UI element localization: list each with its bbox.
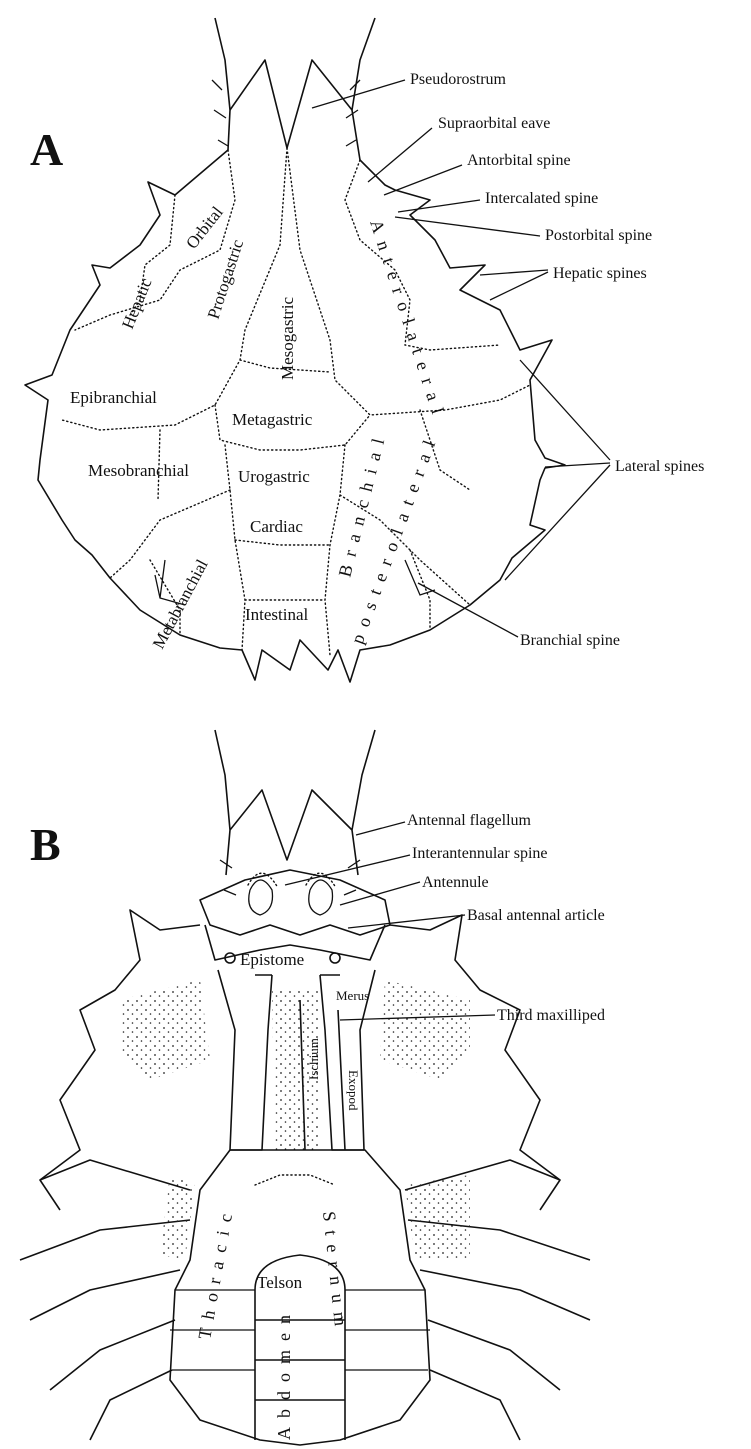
label-mesobranchial: Mesobranchial xyxy=(88,461,189,480)
label-ischium: Ischium xyxy=(306,1038,321,1080)
label-abdomen: Abdomen xyxy=(274,1306,294,1440)
panel-b: B xyxy=(20,730,605,1445)
callout-third-maxilliped: Third maxilliped xyxy=(497,1007,605,1024)
right-orbit-segments xyxy=(346,80,360,146)
left-orbit-segments xyxy=(212,80,228,146)
left-leg-stipple xyxy=(160,1175,195,1260)
label-exopod: Exopod xyxy=(346,1070,361,1111)
callout-pseudorostrum: Pseudorostrum xyxy=(410,71,507,88)
label-thoracic: Thoracic xyxy=(194,1203,237,1340)
sternal-suture xyxy=(255,1175,335,1185)
callout-antennule: Antennule xyxy=(422,874,489,891)
callout-hepatic-spines: Hepatic spines xyxy=(553,265,647,282)
label-metagastric: Metagastric xyxy=(232,410,313,429)
label-epistome: Epistome xyxy=(240,950,304,969)
front-region xyxy=(200,870,390,935)
label-protogastric: Protogastric xyxy=(204,237,248,321)
panel-a-region-labels: Orbital Protogastric Mesogastric Hepatic… xyxy=(70,203,451,652)
left-walking-legs xyxy=(20,1160,190,1440)
callout-supraorbital-eave: Supraorbital eave xyxy=(438,115,550,132)
callout-branchial-spine: Branchial spine xyxy=(520,632,620,649)
callout-basal-antennal-article: Basal antennal article xyxy=(467,907,605,924)
panel-a: A Orbital Protogastric Mesogastric Hepat… xyxy=(25,18,704,682)
panel-a-letter: A xyxy=(30,124,63,175)
right-leg-stipple xyxy=(405,1175,470,1260)
pseudorostrum-edges xyxy=(230,60,352,148)
callout-interantennular-spine: Interantennular spine xyxy=(412,845,548,862)
label-mesogastric: Mesogastric xyxy=(278,296,297,380)
antennal-flagella xyxy=(215,730,375,875)
ventral-drawing xyxy=(20,730,590,1445)
label-anterolateral: Anterolateral xyxy=(366,217,451,425)
right-pterygostomian-stipple xyxy=(380,980,470,1080)
label-orbital: Orbital xyxy=(182,203,227,253)
label-urogastric: Urogastric xyxy=(238,467,310,486)
label-sternum: Sternum xyxy=(319,1210,352,1335)
label-metabranchial: Metabranchial xyxy=(149,556,212,652)
callout-antorbital-spine: Antorbital spine xyxy=(467,152,571,169)
flagellum-segments xyxy=(220,860,360,895)
label-cardiac: Cardiac xyxy=(250,517,303,536)
label-telson: Telson xyxy=(257,1273,303,1292)
label-epibranchial: Epibranchial xyxy=(70,388,157,407)
right-antennal-pore xyxy=(330,953,340,963)
callout-postorbital-spine: Postorbital spine xyxy=(545,227,652,244)
callout-antennal-flagellum: Antennal flagellum xyxy=(407,812,532,829)
left-pterygostomian-stipple xyxy=(120,980,210,1080)
callout-intercalated-spine: Intercalated spine xyxy=(485,190,598,207)
panel-b-letter: B xyxy=(30,819,61,870)
antennules xyxy=(249,880,333,915)
label-merus: Merus xyxy=(336,988,369,1003)
label-intestinal: Intestinal xyxy=(245,605,309,624)
callout-lateral-spines: Lateral spines xyxy=(615,458,704,475)
panel-a-callouts: Pseudorostrum Supraorbital eave Antorbit… xyxy=(410,71,704,649)
